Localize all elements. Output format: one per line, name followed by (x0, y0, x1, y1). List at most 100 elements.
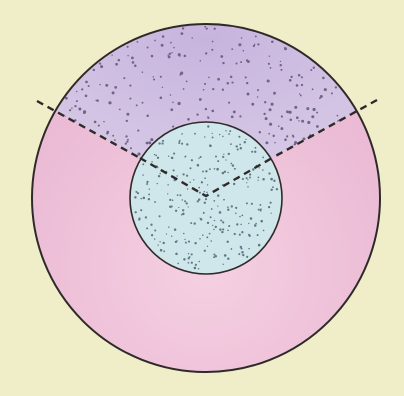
nucleus-dot (168, 156, 169, 157)
stipple-dot (179, 73, 181, 75)
nucleus-dot (242, 178, 244, 180)
nucleus-dot (250, 217, 253, 220)
stipple-dot (269, 55, 270, 56)
nucleus-dot (259, 167, 260, 168)
stipple-dot (286, 110, 289, 113)
nucleus-dot (222, 228, 224, 230)
nucleus-dot (240, 224, 242, 226)
stipple-dot (306, 107, 309, 110)
stipple-dot (205, 108, 207, 110)
stipple-dot (278, 125, 280, 127)
nucleus-dot (206, 192, 207, 193)
stipple-dot (265, 141, 268, 144)
nucleus-dot (191, 253, 193, 255)
nucleus-dot (198, 158, 199, 159)
stipple-dot (273, 92, 276, 95)
stipple-dot (227, 82, 230, 85)
stipple-dot (280, 61, 281, 62)
stipple-dot (146, 142, 149, 145)
stipple-dot (257, 96, 258, 97)
nucleus-dot (140, 209, 142, 211)
nucleus-dot (217, 194, 219, 196)
stipple-dot (231, 48, 233, 50)
nucleus-dot (150, 224, 152, 226)
nucleus-dot (157, 183, 158, 184)
nucleus-dot (224, 171, 226, 173)
stipple-dot (71, 107, 72, 108)
stipple-dot (243, 50, 245, 52)
nucleus-dot (142, 163, 144, 165)
nucleus-dot (244, 141, 246, 143)
nucleus-dot (222, 156, 224, 158)
nucleus-dot (199, 218, 200, 219)
nucleus-dot (194, 267, 197, 270)
stipple-dot (269, 108, 272, 111)
stipple-dot (123, 77, 125, 79)
nucleus-dot (223, 264, 224, 265)
stipple-dot (239, 115, 241, 117)
nucleus-dot (159, 241, 160, 242)
nucleus-dot (227, 208, 229, 210)
stipple-dot (125, 143, 127, 145)
nucleus-dot (182, 209, 184, 211)
stipple-dot (259, 131, 261, 133)
nucleus-dot (257, 234, 259, 236)
stipple-dot (231, 116, 234, 119)
stipple-dot (299, 93, 300, 94)
nucleus-dot (255, 147, 257, 149)
nucleus-dot (161, 142, 163, 144)
nucleus-dot (199, 192, 201, 194)
nucleus-dot (159, 173, 161, 175)
nucleus-dot (216, 168, 219, 171)
nucleus-dot (213, 229, 214, 230)
stipple-dot (111, 54, 112, 55)
stipple-dot (161, 44, 164, 47)
nucleus-dot (246, 182, 247, 183)
nucleus-dot (207, 246, 208, 247)
nucleus-dot (252, 168, 254, 170)
stipple-dot (222, 89, 224, 91)
stipple-dot (129, 85, 131, 87)
nucleus-dot (175, 253, 178, 256)
nucleus-dot (198, 187, 200, 189)
stipple-dot (228, 102, 230, 104)
nucleus-dot (229, 130, 231, 132)
nucleus-dot (182, 173, 184, 175)
nucleus-dot (215, 155, 217, 157)
nucleus-dot (186, 175, 188, 177)
nucleus-dot (223, 154, 224, 155)
nucleus-dot (158, 142, 160, 144)
nucleus-dot (191, 262, 193, 264)
nucleus-dot (239, 216, 240, 217)
nucleus-dot (251, 151, 253, 153)
nucleus-dot (263, 230, 265, 232)
stipple-dot (85, 81, 88, 84)
nucleus-dot (188, 241, 190, 243)
nucleus-dot (185, 242, 187, 244)
nucleus-dot (219, 228, 221, 230)
stipple-dot (222, 62, 224, 64)
stipple-dot (100, 65, 103, 68)
nucleus-dot (179, 140, 180, 141)
nucleus-dot (135, 211, 137, 213)
nucleus-dot (169, 206, 171, 208)
nucleus-dot (171, 157, 174, 160)
stipple-dot (148, 141, 151, 144)
stipple-dot (337, 115, 339, 117)
stipple-dot (170, 108, 173, 111)
stipple-dot (184, 55, 187, 58)
stipple-dot (301, 76, 303, 78)
stipple-dot (98, 125, 100, 127)
stipple-dot (281, 115, 283, 117)
stipple-dot (112, 91, 115, 94)
nucleus-dot (225, 130, 226, 131)
stipple-dot (268, 63, 270, 65)
nucleus-dot (271, 213, 272, 214)
nucleus-dot (219, 211, 222, 214)
nucleus-dot (246, 202, 248, 204)
nucleus-dot (169, 199, 171, 201)
stipple-dot (200, 60, 202, 62)
stipple-dot (119, 109, 121, 111)
nucleus-dot (255, 223, 257, 225)
nucleus-dot (188, 262, 190, 264)
